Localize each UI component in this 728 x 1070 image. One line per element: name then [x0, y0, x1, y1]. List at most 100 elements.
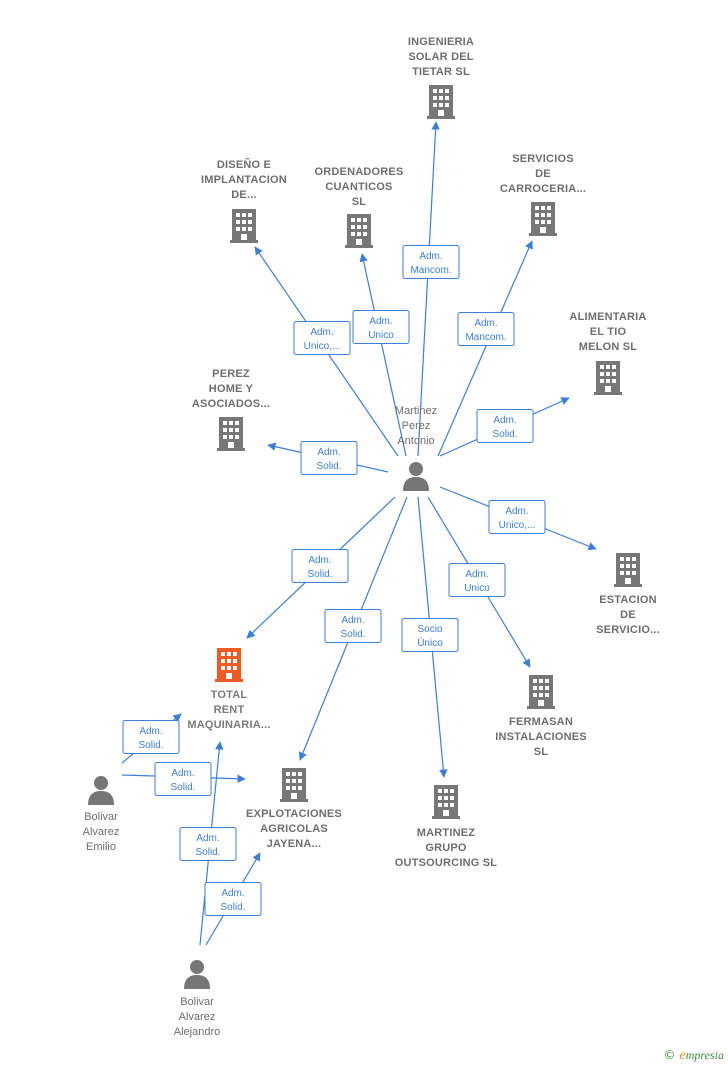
- node-label-line: MELON SL: [579, 341, 638, 353]
- edge-label-box: [204, 882, 262, 916]
- edge-label-text: Adm.: [196, 833, 219, 844]
- building-icon: [230, 209, 258, 243]
- node-label-line: INGENIERIA: [408, 36, 474, 48]
- edge-label-text: Solid.: [195, 847, 220, 858]
- node-label-line: OUTSOURCING SL: [395, 857, 497, 869]
- building-icon: [594, 361, 622, 395]
- company-node-estacion[interactable]: ESTACIONDESERVICIO...: [596, 553, 660, 636]
- edge-label-box: [352, 310, 410, 344]
- edge-label-text: Adm.: [317, 447, 340, 458]
- node-label-line: SERVICIO...: [596, 624, 660, 636]
- building-icon: [217, 417, 245, 451]
- node-label-line: Antonio: [397, 435, 434, 447]
- node-label-line: SERVICIOS: [512, 153, 574, 165]
- edge-label-e1[interactable]: Adm. Mancom.: [402, 245, 460, 279]
- edge-label-e7[interactable]: Adm. Unico,...: [488, 500, 546, 534]
- edge-label-box: [291, 549, 349, 583]
- edge-label-e9[interactable]: Adm.Unico: [448, 563, 506, 597]
- company-node-martinez_grupo[interactable]: MARTINEZ GRUPO OUTSOURCING SL: [395, 785, 497, 869]
- company-node-total_rent[interactable]: TOTALRENTMAQUINARIA...: [187, 648, 270, 731]
- edge-label-text: Unico,...: [499, 520, 536, 531]
- node-label-line: CARROCERIA...: [500, 183, 586, 195]
- node-label-line: ORDENADORES: [315, 166, 404, 178]
- edge-label-box: [324, 609, 382, 643]
- edge-label-text: Socio: [417, 624, 442, 635]
- node-label-line: DE: [535, 168, 551, 180]
- edge-arrow-martinez_perez-to-ordenadores: [359, 253, 407, 457]
- brand-name: mpresia: [685, 1048, 724, 1062]
- node-label-line: GRUPO: [425, 842, 467, 854]
- node-label-line: Martinez: [395, 405, 437, 417]
- edge-label-e14[interactable]: Adm. Solid.: [179, 827, 237, 861]
- edge-label-text: Adm.: [493, 415, 516, 426]
- company-node-diseno[interactable]: DISEÑO EIMPLANTACIONDE...: [201, 158, 287, 243]
- edge-label-e15[interactable]: Adm.Solid.: [204, 882, 262, 916]
- node-label-line: Alvarez: [179, 1011, 216, 1023]
- node-label-line: FERMASAN: [509, 716, 573, 728]
- node-label-line: EL TIO: [590, 326, 627, 338]
- node-label-line: DISEÑO E: [217, 158, 271, 171]
- node-label-line: ALIMENTARIA: [569, 311, 646, 323]
- edge-label-e13[interactable]: Adm.Solid.: [154, 762, 212, 796]
- edge-label-text: Solid.: [307, 569, 332, 580]
- node-label-line: ASOCIADOS...: [192, 398, 270, 410]
- brand-initial: e: [679, 1048, 686, 1063]
- edge-label-e12[interactable]: Adm.Solid.: [122, 720, 180, 754]
- edge-label-text: Adm.: [308, 555, 331, 566]
- edge-label-text: Adm.: [505, 506, 528, 517]
- node-label-line: Bolivar: [180, 996, 214, 1008]
- company-node-servicios[interactable]: SERVICIOS DE CARROCERIA...: [500, 153, 586, 236]
- building-icon: [215, 648, 243, 682]
- edge-label-e2[interactable]: Adm.Unico,...: [293, 321, 351, 355]
- node-label-line: DE: [620, 609, 636, 621]
- edge-label-e4[interactable]: Adm.Mancom.: [457, 312, 515, 346]
- node-label-line: MAQUINARIA...: [187, 719, 270, 731]
- node-label-line: Alejandro: [174, 1026, 220, 1038]
- edge-label-e10[interactable]: Adm.Solid.: [324, 609, 382, 643]
- edge-label-text: Adm.: [474, 318, 497, 329]
- edge-label-text: Adm.: [139, 726, 162, 737]
- edge-label-text: Adm.: [419, 251, 442, 262]
- edge-label-box: [122, 720, 180, 754]
- edge-arrow-martinez_perez-to-ingenieria: [417, 121, 440, 457]
- company-node-alimentaria[interactable]: ALIMENTARIA EL TIO MELON SL: [569, 311, 646, 395]
- person-icon: [184, 960, 210, 989]
- edge-label-e5[interactable]: Adm.Solid.: [476, 409, 534, 443]
- node-label-line: SL: [534, 746, 549, 758]
- node-label-line: Perez: [402, 420, 431, 432]
- company-node-explotaciones[interactable]: EXPLOTACIONES AGRICOLAS JAYENA...: [246, 768, 342, 850]
- edge-label-box: [401, 618, 459, 652]
- node-label-line: HOME Y: [209, 383, 254, 395]
- edge-label-e8[interactable]: Adm. Solid.: [291, 549, 349, 583]
- edge-label-box: [154, 762, 212, 796]
- node-label-line: Bolivar: [84, 811, 118, 823]
- edge-labels-layer: Adm.Mancom.Adm.Unico,...Adm.UnicoAdm.Man…: [122, 245, 546, 916]
- building-icon: [527, 675, 555, 709]
- node-label-line: AGRICOLAS: [260, 823, 328, 835]
- edge-label-text: Adm.: [171, 768, 194, 779]
- edge-label-text: Solid.: [316, 461, 341, 472]
- node-label-line: DE...: [231, 189, 256, 201]
- edge-label-text: Unico: [368, 330, 394, 341]
- edge-label-box: [300, 441, 358, 475]
- brand-watermark: ©empresia: [664, 1048, 724, 1064]
- node-label-line: JAYENA...: [267, 838, 322, 850]
- edge-label-e6[interactable]: Adm. Solid.: [300, 441, 358, 475]
- node-label-line: EXPLOTACIONES: [246, 808, 342, 820]
- edge-arrow-martinez_perez-to-servicios: [437, 240, 533, 457]
- node-label-line: Alvarez: [83, 826, 120, 838]
- edge-label-e3[interactable]: Adm.Unico: [352, 310, 410, 344]
- edge-label-text: Mancom.: [410, 265, 451, 276]
- node-label-line: MARTINEZ: [417, 827, 476, 839]
- person-icon: [403, 462, 429, 491]
- edge-label-text: Unico,...: [304, 341, 341, 352]
